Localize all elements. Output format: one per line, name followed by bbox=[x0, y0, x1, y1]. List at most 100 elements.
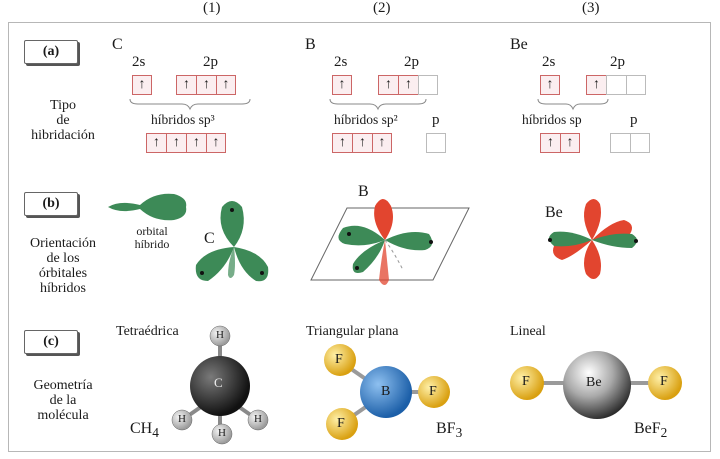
geometry-name-linear: Lineal bbox=[510, 324, 546, 339]
orbital-box-empty bbox=[418, 75, 438, 95]
orbital-boxes-2p-be: ↑ bbox=[586, 75, 646, 95]
formula-text: BF bbox=[436, 420, 456, 437]
bf3-f-label: F bbox=[335, 352, 343, 367]
orbital-box-2s-b: ↑ bbox=[332, 75, 352, 95]
ch4-h-label: H bbox=[216, 329, 224, 341]
row-c-label-line: de la bbox=[49, 393, 77, 408]
bracket-be bbox=[537, 98, 609, 111]
bef2-center-label: Be bbox=[586, 375, 602, 390]
bf3-center-label: B bbox=[381, 384, 391, 399]
orbital-box: ↑ bbox=[586, 75, 606, 95]
formula-subscript: 3 bbox=[455, 425, 463, 441]
formula-bef2: BeF2 bbox=[634, 420, 667, 441]
row-b-label-line: órbitales bbox=[38, 266, 88, 281]
row-c-label: Geometría de la molécula bbox=[8, 378, 118, 423]
formula-text: BeF bbox=[634, 420, 661, 437]
orbital-box: ↑ bbox=[216, 75, 236, 95]
orbital-box-2s-c: ↑ bbox=[132, 75, 152, 95]
atom-label-be-orbital: Be bbox=[545, 204, 563, 221]
bf3-f-label: F bbox=[429, 384, 437, 399]
orbital-box: ↑ bbox=[132, 75, 152, 95]
orbital-caption-line: híbrido bbox=[134, 237, 170, 251]
bef2-model bbox=[510, 351, 682, 419]
row-b-label-line: híbridos bbox=[40, 281, 86, 296]
row-b-button: (b) bbox=[24, 192, 78, 216]
orbital-box: ↑ bbox=[540, 75, 560, 95]
atom-symbol-c: C bbox=[112, 36, 123, 53]
row-c-label-line: molécula bbox=[37, 408, 89, 423]
ch4-model bbox=[171, 325, 269, 445]
sp-orbitals bbox=[548, 199, 638, 279]
orbital-box: ↑ bbox=[206, 133, 226, 153]
orbital-caption: orbital híbrido bbox=[122, 225, 182, 251]
orbital-boxes-2p-c: ↑ ↑ ↑ bbox=[176, 75, 236, 95]
atom-symbol-be: Be bbox=[510, 36, 528, 53]
atom-symbol-b: B bbox=[305, 36, 316, 53]
ch4-h-label: H bbox=[254, 413, 262, 425]
hybrid-boxes-b: ↑ ↑ ↑ bbox=[332, 133, 392, 153]
formula-text: CH bbox=[130, 420, 153, 437]
orbital-box: ↑ bbox=[176, 75, 196, 95]
row-a-label: Tipo de hibridación bbox=[8, 98, 118, 143]
geometry-name-tetrahedral: Tetraédrica bbox=[116, 324, 179, 339]
hybrid-boxes-c: ↑ ↑ ↑ ↑ bbox=[146, 133, 226, 153]
formula-bf3: BF3 bbox=[436, 420, 462, 441]
orbital-boxes-2p-b: ↑ ↑ bbox=[378, 75, 438, 95]
hybrid-label-b: híbridos sp² bbox=[334, 112, 398, 127]
orbital-box-empty bbox=[630, 133, 650, 153]
row-a-label-line: hibridación bbox=[31, 128, 95, 143]
orbital-box: ↑ bbox=[352, 133, 372, 153]
label-2p-be: 2p bbox=[610, 54, 625, 70]
orbital-box: ↑ bbox=[186, 133, 206, 153]
ch4-center-label: C bbox=[214, 375, 223, 390]
orbital-caption-line: orbital bbox=[136, 224, 168, 238]
orbital-box: ↑ bbox=[560, 133, 580, 153]
row-c-label-line: Geometría bbox=[33, 378, 93, 393]
sp2-orbitals bbox=[310, 199, 470, 285]
label-2s-c: 2s bbox=[132, 54, 146, 70]
atom-label-c-orbital: C bbox=[204, 230, 215, 247]
hybrid-label-c: híbridos sp³ bbox=[151, 112, 215, 127]
orbital-box: ↑ bbox=[166, 133, 186, 153]
ch4-h-label: H bbox=[178, 413, 186, 425]
geometry-name-trigonal: Triangular plana bbox=[306, 324, 399, 339]
orbital-box: ↑ bbox=[378, 75, 398, 95]
row-a-label-line: Tipo bbox=[50, 98, 76, 113]
orbital-box: ↑ bbox=[332, 133, 352, 153]
bf3-model bbox=[324, 344, 450, 440]
row-b-label-line: de los bbox=[46, 251, 80, 266]
p-box-b bbox=[426, 133, 446, 153]
orbital-box: ↑ bbox=[398, 75, 418, 95]
bef2-f-label: F bbox=[660, 374, 668, 389]
orbital-box-empty bbox=[626, 75, 646, 95]
column-header-2: (2) bbox=[373, 0, 391, 16]
column-header-3: (3) bbox=[582, 0, 600, 16]
bracket-c bbox=[129, 98, 251, 111]
orbital-box-empty bbox=[610, 133, 630, 153]
ch4-h-label: H bbox=[218, 427, 226, 439]
label-2p-b: 2p bbox=[404, 54, 419, 70]
orbital-box: ↑ bbox=[332, 75, 352, 95]
orbital-box-2s-be: ↑ bbox=[540, 75, 560, 95]
row-a-label-line: de bbox=[56, 113, 70, 128]
label-2s-b: 2s bbox=[334, 54, 348, 70]
row-b-label: Orientación de los órbitales híbridos bbox=[8, 236, 118, 296]
formula-subscript: 2 bbox=[660, 425, 668, 441]
row-b-label-line: Orientación bbox=[29, 236, 97, 251]
bf3-f-label: F bbox=[337, 416, 345, 431]
orbital-box: ↑ bbox=[540, 133, 560, 153]
hybrid-boxes-be: ↑ ↑ bbox=[540, 133, 580, 153]
figure-frame bbox=[8, 22, 711, 452]
p-boxes-be bbox=[610, 133, 650, 153]
orbital-box: ↑ bbox=[372, 133, 392, 153]
label-2s-be: 2s bbox=[542, 54, 556, 70]
single-hybrid-orbital bbox=[108, 193, 187, 221]
orbital-box: ↑ bbox=[146, 133, 166, 153]
label-2p-c: 2p bbox=[203, 54, 218, 70]
row-a-button: (a) bbox=[24, 40, 78, 64]
formula-ch4: CH4 bbox=[130, 420, 159, 441]
sp3-orbitals bbox=[195, 201, 269, 282]
p-label-be: p bbox=[630, 112, 638, 128]
p-label-b: p bbox=[432, 112, 440, 128]
formula-subscript: 4 bbox=[152, 425, 159, 441]
